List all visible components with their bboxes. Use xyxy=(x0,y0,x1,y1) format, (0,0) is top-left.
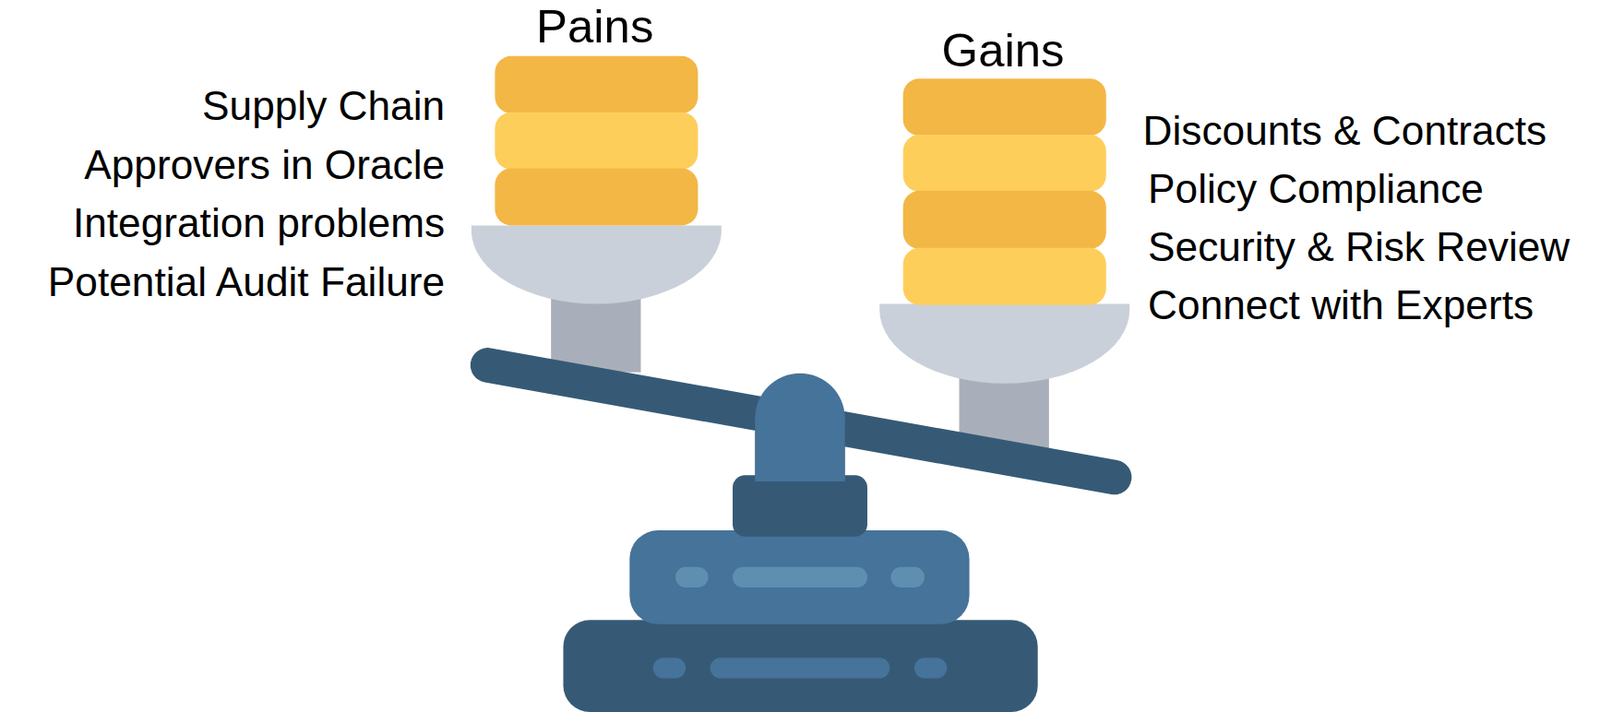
coin xyxy=(903,78,1107,136)
pain-item: Integration problems xyxy=(72,199,445,247)
base-decor xyxy=(890,567,924,588)
right-pan xyxy=(879,304,1130,384)
gain-item: Discounts & Contracts xyxy=(1143,107,1548,155)
coin xyxy=(494,167,698,226)
base-decor xyxy=(653,657,686,679)
pain-item: Supply Chain xyxy=(202,83,445,131)
pivot xyxy=(754,417,845,482)
gain-item: Policy Compliance xyxy=(1147,165,1484,213)
base-middle xyxy=(629,530,969,625)
coin xyxy=(494,112,698,170)
gains-heading: Gains xyxy=(942,23,1065,77)
pain-item: Potential Audit Failure xyxy=(47,258,445,306)
base-decor xyxy=(914,657,947,679)
pivot xyxy=(754,417,845,479)
base-bottom xyxy=(562,620,1038,712)
base-decor xyxy=(732,567,868,588)
coin xyxy=(903,191,1107,250)
base-top xyxy=(732,475,868,537)
coin xyxy=(903,134,1107,192)
coin xyxy=(903,248,1107,306)
coin xyxy=(494,56,698,114)
gain-item: Connect with Experts xyxy=(1147,281,1534,329)
gain-item: Security & Risk Review xyxy=(1147,223,1570,271)
pain-item: Approvers in Oracle xyxy=(83,141,445,189)
base-decor xyxy=(710,657,891,679)
left-pan xyxy=(471,225,722,304)
base-decor xyxy=(675,567,708,588)
pains-heading: Pains xyxy=(536,0,654,54)
